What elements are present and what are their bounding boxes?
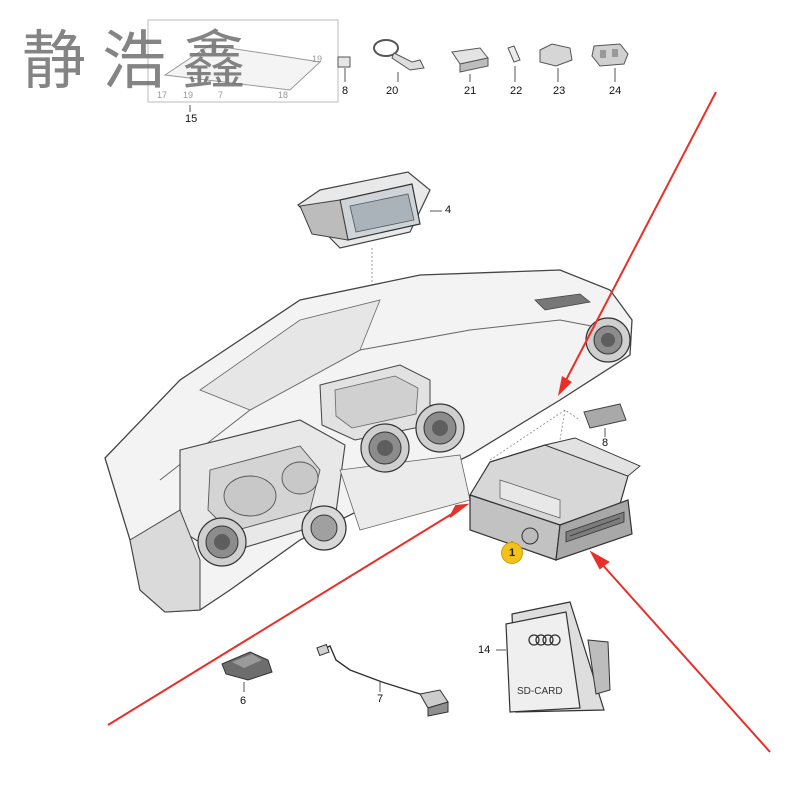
red-arrow-bottom-left — [107, 503, 470, 726]
callout-8-top: 8 — [342, 85, 349, 97]
callout-15: 15 — [185, 113, 198, 125]
callout-23: 23 — [553, 85, 566, 97]
part-22-pin-icon — [507, 45, 521, 82]
steering-column-hub — [301, 505, 347, 551]
air-vent-right — [585, 317, 631, 363]
part-8-card — [583, 403, 627, 437]
inset-part-15: 17 19 7 18 19 — [147, 19, 339, 112]
inset-number-7: 7 — [218, 90, 223, 100]
red-arrow-top-right — [558, 91, 717, 396]
callout-7: 7 — [377, 693, 384, 705]
part-1-media-unit — [469, 437, 641, 561]
callout-8-right: 8 — [602, 437, 609, 449]
air-vent-center-right — [415, 403, 465, 453]
part-24-plug-icon — [591, 43, 629, 82]
callout-6: 6 — [240, 695, 247, 707]
inset-number-19b: 19 — [312, 54, 322, 64]
dashed-leader-lines — [489, 409, 581, 461]
part-21-connector-icon — [451, 47, 489, 82]
inset-number-18: 18 — [278, 90, 288, 100]
air-vent-left — [197, 517, 247, 567]
part-7-cable — [316, 643, 449, 717]
part-23-housing-icon — [539, 43, 573, 82]
callout-1-highlighted: 1 — [501, 542, 523, 564]
part-4-display-unit — [297, 171, 442, 380]
inset-number-19a: 19 — [183, 90, 193, 100]
air-vent-center-left — [360, 423, 410, 473]
part-6-antenna — [221, 651, 273, 692]
callout-22: 22 — [510, 85, 523, 97]
callout-4: 4 — [445, 204, 452, 216]
part-20-ring-connector-icon — [373, 39, 425, 82]
four-rings-logo-icon — [528, 634, 561, 646]
part-14-sd-card — [496, 601, 611, 713]
red-arrow-bottom-right — [589, 550, 771, 753]
callout-21: 21 — [464, 85, 477, 97]
callout-24: 24 — [609, 85, 622, 97]
part-8-small-icon — [337, 56, 351, 82]
callout-20: 20 — [386, 85, 399, 97]
sd-card-label: SD-CARD — [517, 686, 563, 697]
callout-14: 14 — [478, 644, 491, 656]
watermark-text: 静浩鑫 — [22, 25, 262, 99]
inset-number-17: 17 — [157, 90, 167, 100]
